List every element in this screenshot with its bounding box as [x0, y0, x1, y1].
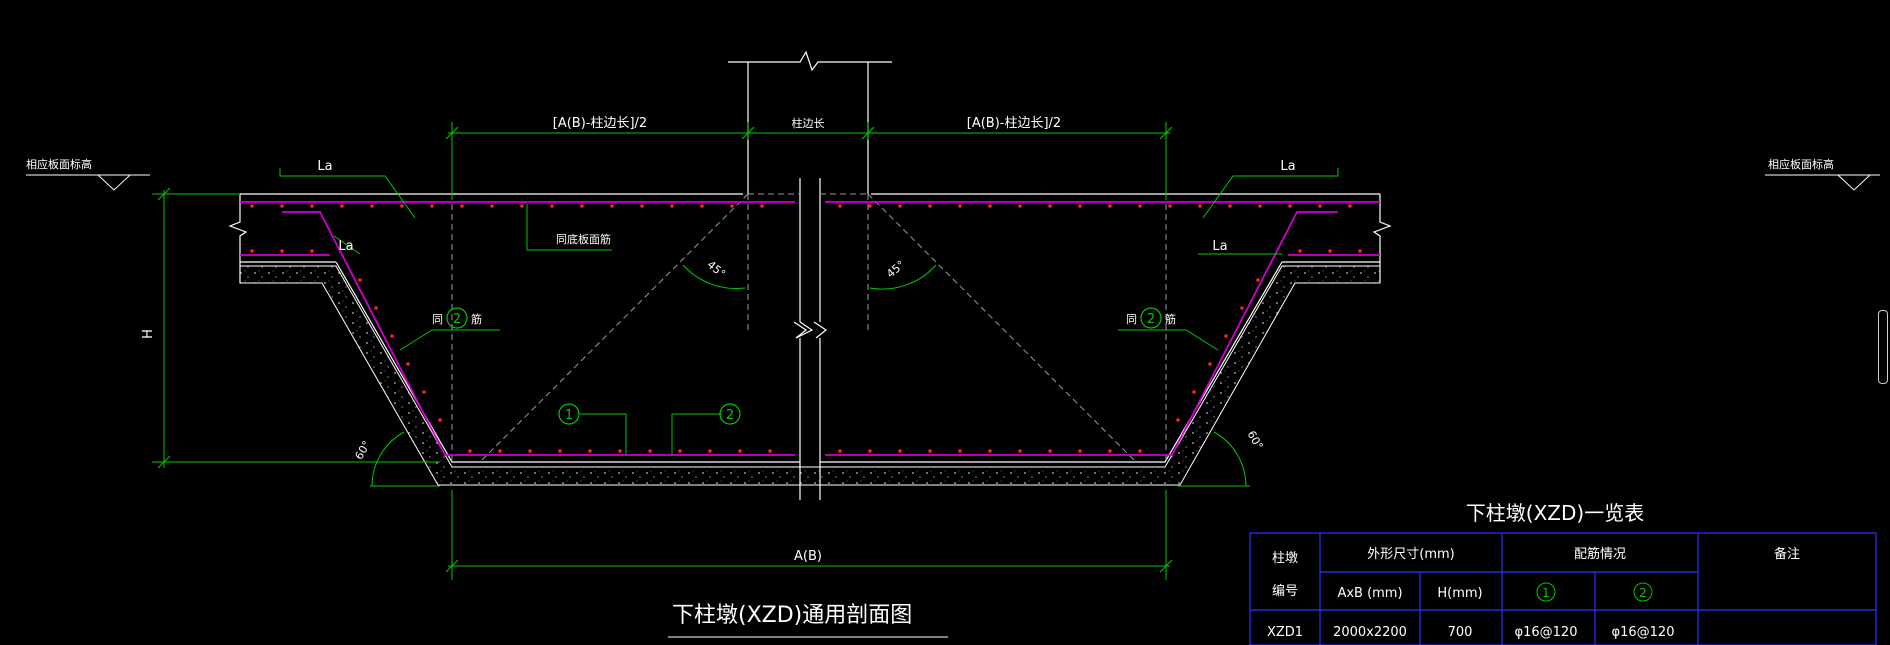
concrete-blinding	[239, 265, 1381, 486]
label-same-slab-rebar: 同底板面筋	[556, 232, 611, 246]
marker-2-label: 2	[726, 408, 734, 423]
table-sub-r1: 1	[1542, 586, 1550, 600]
label-slab-level-left: 相应板面标高	[26, 157, 92, 171]
rebar-markers	[446, 307, 1162, 425]
section-title: 下柱墩(XZD)通用剖面图	[672, 603, 912, 628]
table-sub-h: H(mm)	[1437, 586, 1482, 601]
label-half-span-left: [A(B)-柱边长]/2	[553, 116, 647, 131]
section-drawing: La La La La [A(B)-柱边长]/2 柱边长 [A(B)-柱边长]/…	[26, 50, 1880, 638]
marker-2-left-label: 2	[453, 312, 461, 327]
table-marker-2	[1633, 582, 1653, 602]
dashed-lines	[451, 193, 1167, 463]
table-header-dims: 外形尺寸(mm)	[1367, 547, 1454, 562]
level-marker-left	[26, 174, 150, 191]
table-header-rebar: 配筋情况	[1574, 546, 1626, 562]
label-half-span-right: [A(B)-柱边长]/2	[967, 116, 1061, 131]
marker-2-right-label: 2	[1147, 312, 1155, 327]
table-cell-r2: φ16@120	[1612, 625, 1675, 640]
schedule-table: 下柱墩(XZD)一览表 柱墩 编号 外形尺寸(mm) 配筋情况 备注 AxB (…	[1249, 501, 1877, 645]
label-la-mid-left: La	[338, 239, 353, 254]
slab-outline	[228, 193, 1392, 463]
label-angle-45-left: 45°	[705, 258, 728, 280]
label-la-mid-right: La	[1212, 239, 1227, 254]
table-cell-h: 700	[1448, 625, 1473, 640]
table-cell-r1: φ16@120	[1515, 625, 1578, 640]
label-la-top-left: La	[317, 159, 332, 174]
marker-1-label: 1	[565, 408, 573, 423]
section-title-group: 下柱墩(XZD)通用剖面图	[668, 603, 948, 638]
scrollbar-handle[interactable]	[1878, 310, 1888, 384]
label-la-top-right: La	[1280, 159, 1295, 174]
label-same-rebar-left: 同	[432, 313, 443, 326]
table-cell-axb: 2000x2200	[1333, 625, 1407, 640]
label-same-rebar-left-suffix: 筋	[471, 312, 482, 326]
label-same-rebar-right: 同	[1126, 313, 1137, 326]
label-slab-level-right: 相应板面标高	[1768, 157, 1834, 171]
table-header-remark: 备注	[1774, 546, 1800, 562]
table-marker-1	[1536, 582, 1556, 602]
label-width-ab: A(B)	[794, 549, 822, 564]
rebar-dots	[250, 204, 1362, 453]
table-header-id-line2: 编号	[1272, 584, 1298, 599]
label-angle-45-right: 45°	[884, 258, 907, 280]
label-angle-60-right: 60°	[1245, 429, 1266, 452]
table-cell-id: XZD1	[1267, 625, 1303, 640]
label-angle-60-left: 60°	[352, 439, 373, 462]
label-height: H	[141, 329, 156, 339]
label-same-rebar-right-suffix: 筋	[1165, 312, 1176, 326]
table-sub-r2: 2	[1639, 586, 1647, 600]
table-grid	[1249, 532, 1877, 645]
level-marker-right	[1765, 174, 1880, 191]
table-title: 下柱墩(XZD)一览表	[1466, 501, 1644, 525]
drawing-labels: La La La La [A(B)-柱边长]/2 柱边长 [A(B)-柱边长]/…	[26, 116, 1834, 564]
label-column-side: 柱边长	[792, 116, 825, 130]
table-header-id-line1: 柱墩	[1272, 551, 1298, 566]
rebar-lines	[240, 201, 1380, 456]
dimension-lines	[152, 122, 1339, 580]
table-sub-axb: AxB (mm)	[1337, 586, 1402, 601]
